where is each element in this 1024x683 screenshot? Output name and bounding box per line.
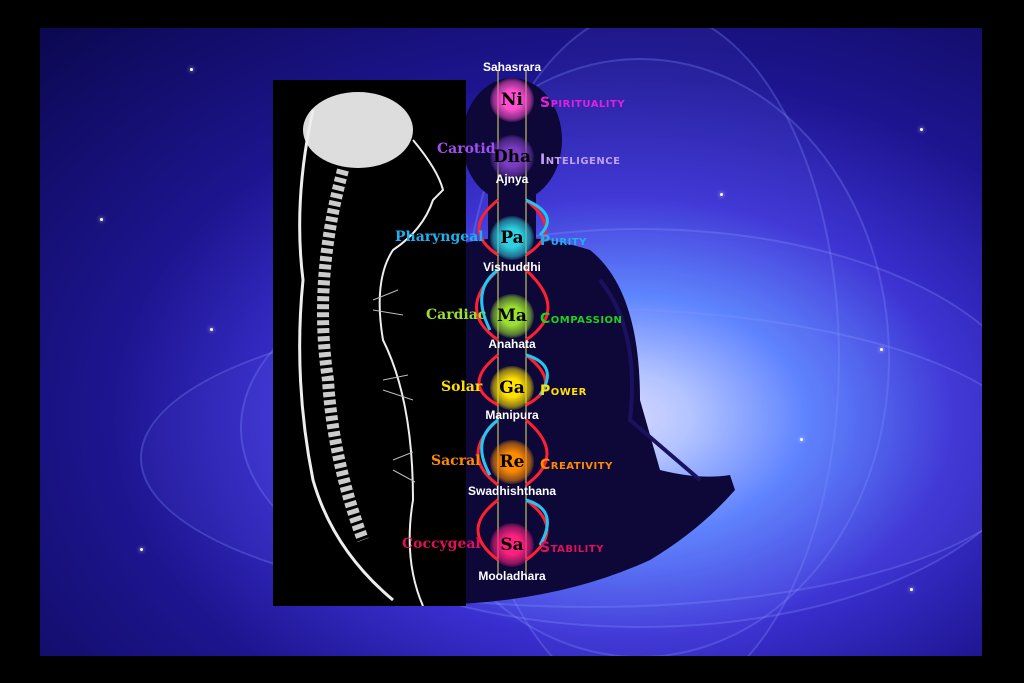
nervous-system-illustration (273, 80, 466, 606)
chakra-quality-label: Spirituality (540, 95, 626, 111)
chakra-vishuddhi: Pa (490, 216, 534, 260)
nerve-plexus-label: Pharyngeal (395, 229, 484, 245)
chakra-name: Vishuddhi (483, 260, 541, 274)
chakra-quality-label: Purity (540, 233, 587, 249)
chakra-note: Re (499, 452, 525, 472)
chakra-manipura: Ga (490, 366, 534, 410)
chakra-note: Ma (497, 306, 527, 326)
chakra-note: Dha (492, 147, 532, 167)
chakra-name: Mooladhara (478, 569, 546, 583)
chakra-quality-label: Inteligence (540, 152, 621, 168)
chakra-quality-label: Power (540, 383, 587, 399)
chakra-mooladhara: Sa (490, 523, 534, 567)
chakra-name: Anahata (488, 337, 536, 351)
nerve-plexus-label: Sacral (431, 453, 481, 469)
chakra-name: Manipura (485, 408, 539, 422)
chakra-quality-label: Compassion (540, 311, 623, 327)
chakra-quality-label: Stability (540, 540, 604, 556)
chakra-anahata: Ma (490, 294, 534, 338)
chakra-swadhishthana: Re (490, 440, 534, 484)
nerve-plexus-label: Carotid (437, 141, 496, 157)
chakra-note: Pa (500, 228, 524, 248)
chakra-name: Sahasrara (482, 60, 542, 74)
nerve-plexus-label: Coccygeal (402, 536, 481, 552)
chakra-name: Ajnya (495, 172, 529, 186)
chakra-note: Ni (501, 90, 523, 110)
chakra-sahasrara: Ni (490, 78, 534, 122)
chakra-note: Sa (500, 535, 524, 555)
nerve-plexus-label: Cardiac (426, 307, 487, 323)
chakra-quality-label: Creativity (540, 457, 613, 473)
chakra-ajnya: Dha (490, 135, 534, 179)
nerve-plexus-label: Solar (441, 379, 483, 395)
chakra-note: Ga (499, 378, 525, 398)
chakra-name: Swadhishthana (467, 484, 557, 498)
